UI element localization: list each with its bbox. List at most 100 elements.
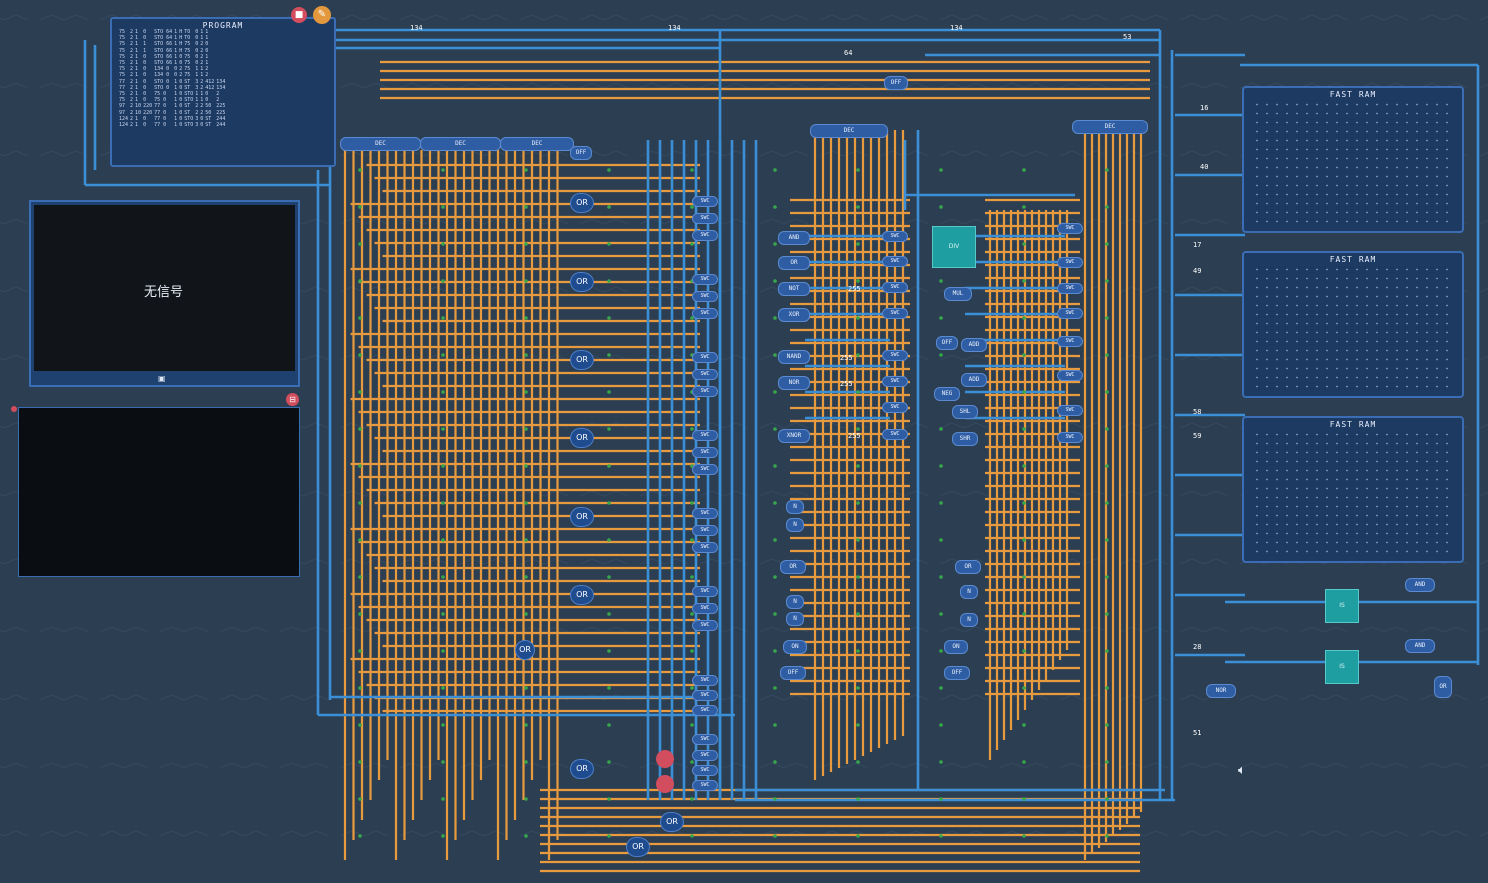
or-gate-mid[interactable]: OR	[780, 560, 806, 574]
or-gate-6[interactable]: OR	[570, 585, 594, 605]
or-gate-3[interactable]: OR	[570, 350, 594, 370]
swc-switch-a-13[interactable]: SWC	[692, 508, 718, 519]
swc-switch-a-14[interactable]: SWC	[692, 525, 718, 536]
add-unit-1[interactable]: ADD	[961, 338, 987, 352]
or-gate-5[interactable]: OR	[570, 507, 594, 527]
or-gate-7[interactable]: OR	[570, 759, 594, 779]
nand-gate[interactable]: NAND	[778, 350, 810, 364]
decoder-3[interactable]: DEC	[500, 137, 574, 151]
shl-unit[interactable]: SHL	[952, 405, 978, 419]
add-unit-2[interactable]: ADD	[961, 373, 987, 387]
or-gate-2[interactable]: OR	[570, 272, 594, 292]
swc-switch-a-6[interactable]: SWC	[692, 308, 718, 319]
swc-switch-a-17[interactable]: SWC	[692, 603, 718, 614]
not-n-2[interactable]: N	[786, 518, 804, 532]
not-n-6[interactable]: N	[960, 613, 978, 627]
fast-ram-2[interactable]: FAST RAM	[1242, 251, 1464, 398]
swc-switch-b-4[interactable]: SWC	[882, 308, 908, 319]
decoder-4[interactable]: DEC	[810, 124, 888, 138]
or-gate-8[interactable]: OR	[515, 640, 535, 660]
swc-switch-a-22[interactable]: SWC	[692, 734, 718, 745]
neg-unit[interactable]: NEG	[934, 387, 960, 401]
swc-switch-c-6[interactable]: SWC	[1057, 370, 1083, 381]
screen-monitor[interactable]: 无信号 ▣	[29, 200, 300, 387]
swc-switch-a-19[interactable]: SWC	[692, 675, 718, 686]
or-gate-vertical[interactable]: OR	[1434, 676, 1452, 698]
pencil-icon[interactable]: ✎	[313, 6, 331, 24]
swc-switch-c-5[interactable]: SWC	[1057, 336, 1083, 347]
is-unit-2[interactable]: IS	[1325, 650, 1359, 684]
screen-secondary[interactable]	[18, 407, 300, 577]
swc-switch-a-20[interactable]: SWC	[692, 690, 718, 701]
not-n-1[interactable]: N	[786, 500, 804, 514]
not-n-4[interactable]: N	[786, 612, 804, 626]
swc-switch-b-2[interactable]: SWC	[882, 256, 908, 267]
swc-switch-b-5[interactable]: SWC	[882, 350, 908, 361]
off-switch-2[interactable]: OFF	[884, 76, 908, 90]
is-unit-1[interactable]: IS	[1325, 589, 1359, 623]
nor-gate-right[interactable]: NOR	[1206, 684, 1236, 698]
decoder-2[interactable]: DEC	[420, 137, 501, 151]
swc-switch-a-8[interactable]: SWC	[692, 369, 718, 380]
on-switch-1[interactable]: ON	[783, 640, 807, 654]
and-gate-right-1[interactable]: AND	[1405, 578, 1435, 592]
off-switch-1[interactable]: OFF	[570, 146, 592, 160]
and-gate[interactable]: AND	[778, 231, 810, 245]
swc-switch-a-18[interactable]: SWC	[692, 620, 718, 631]
swc-switch-a-9[interactable]: SWC	[692, 386, 718, 397]
swc-switch-a-23[interactable]: SWC	[692, 750, 718, 761]
mul-unit[interactable]: MUL	[944, 287, 972, 301]
xor-gate[interactable]: XOR	[778, 308, 810, 322]
or-gate-alu[interactable]: OR	[778, 256, 810, 270]
swc-switch-a-25[interactable]: SWC	[692, 780, 718, 791]
close-icon[interactable]: ⊟	[286, 393, 299, 406]
swc-switch-c-8[interactable]: SWC	[1057, 432, 1083, 443]
or-gate-9[interactable]: OR	[660, 812, 684, 832]
swc-switch-b-6[interactable]: SWC	[882, 376, 908, 387]
and-gate-right-2[interactable]: AND	[1405, 639, 1435, 653]
or-gate-right[interactable]: OR	[955, 560, 981, 574]
on-switch-2[interactable]: ON	[944, 640, 968, 654]
speaker-icon[interactable]: 🔈︎	[1238, 763, 1246, 778]
not-n-3[interactable]: N	[786, 595, 804, 609]
decoder-1[interactable]: DEC	[340, 137, 421, 151]
shr-unit[interactable]: SHR	[952, 432, 978, 446]
decoder-5[interactable]: DEC	[1072, 120, 1148, 134]
not-gate[interactable]: NOT	[778, 282, 810, 296]
swc-switch-a-11[interactable]: SWC	[692, 447, 718, 458]
swc-switch-a-12[interactable]: SWC	[692, 464, 718, 475]
swc-switch-c-4[interactable]: SWC	[1057, 308, 1083, 319]
off-switch-4[interactable]: OFF	[936, 336, 958, 350]
swc-switch-a-4[interactable]: SWC	[692, 274, 718, 285]
swc-switch-b-7[interactable]: SWC	[882, 402, 908, 413]
swc-switch-c-3[interactable]: SWC	[1057, 283, 1083, 294]
swc-switch-a-24[interactable]: SWC	[692, 765, 718, 776]
swc-switch-c-7[interactable]: SWC	[1057, 405, 1083, 416]
or-gate-10[interactable]: OR	[626, 837, 650, 857]
fast-ram-1[interactable]: FAST RAM	[1242, 86, 1464, 233]
swc-switch-a-2[interactable]: SWC	[692, 213, 718, 224]
nor-gate-alu[interactable]: NOR	[778, 376, 810, 390]
swc-switch-a-21[interactable]: SWC	[692, 705, 718, 716]
swc-switch-a-3[interactable]: SWC	[692, 230, 718, 241]
or-gate-4[interactable]: OR	[570, 428, 594, 448]
or-gate-1[interactable]: OR	[570, 193, 594, 213]
swc-switch-a-1[interactable]: SWC	[692, 196, 718, 207]
swc-switch-a-5[interactable]: SWC	[692, 291, 718, 302]
stop-icon[interactable]: ■	[291, 7, 307, 23]
swc-switch-a-10[interactable]: SWC	[692, 430, 718, 441]
